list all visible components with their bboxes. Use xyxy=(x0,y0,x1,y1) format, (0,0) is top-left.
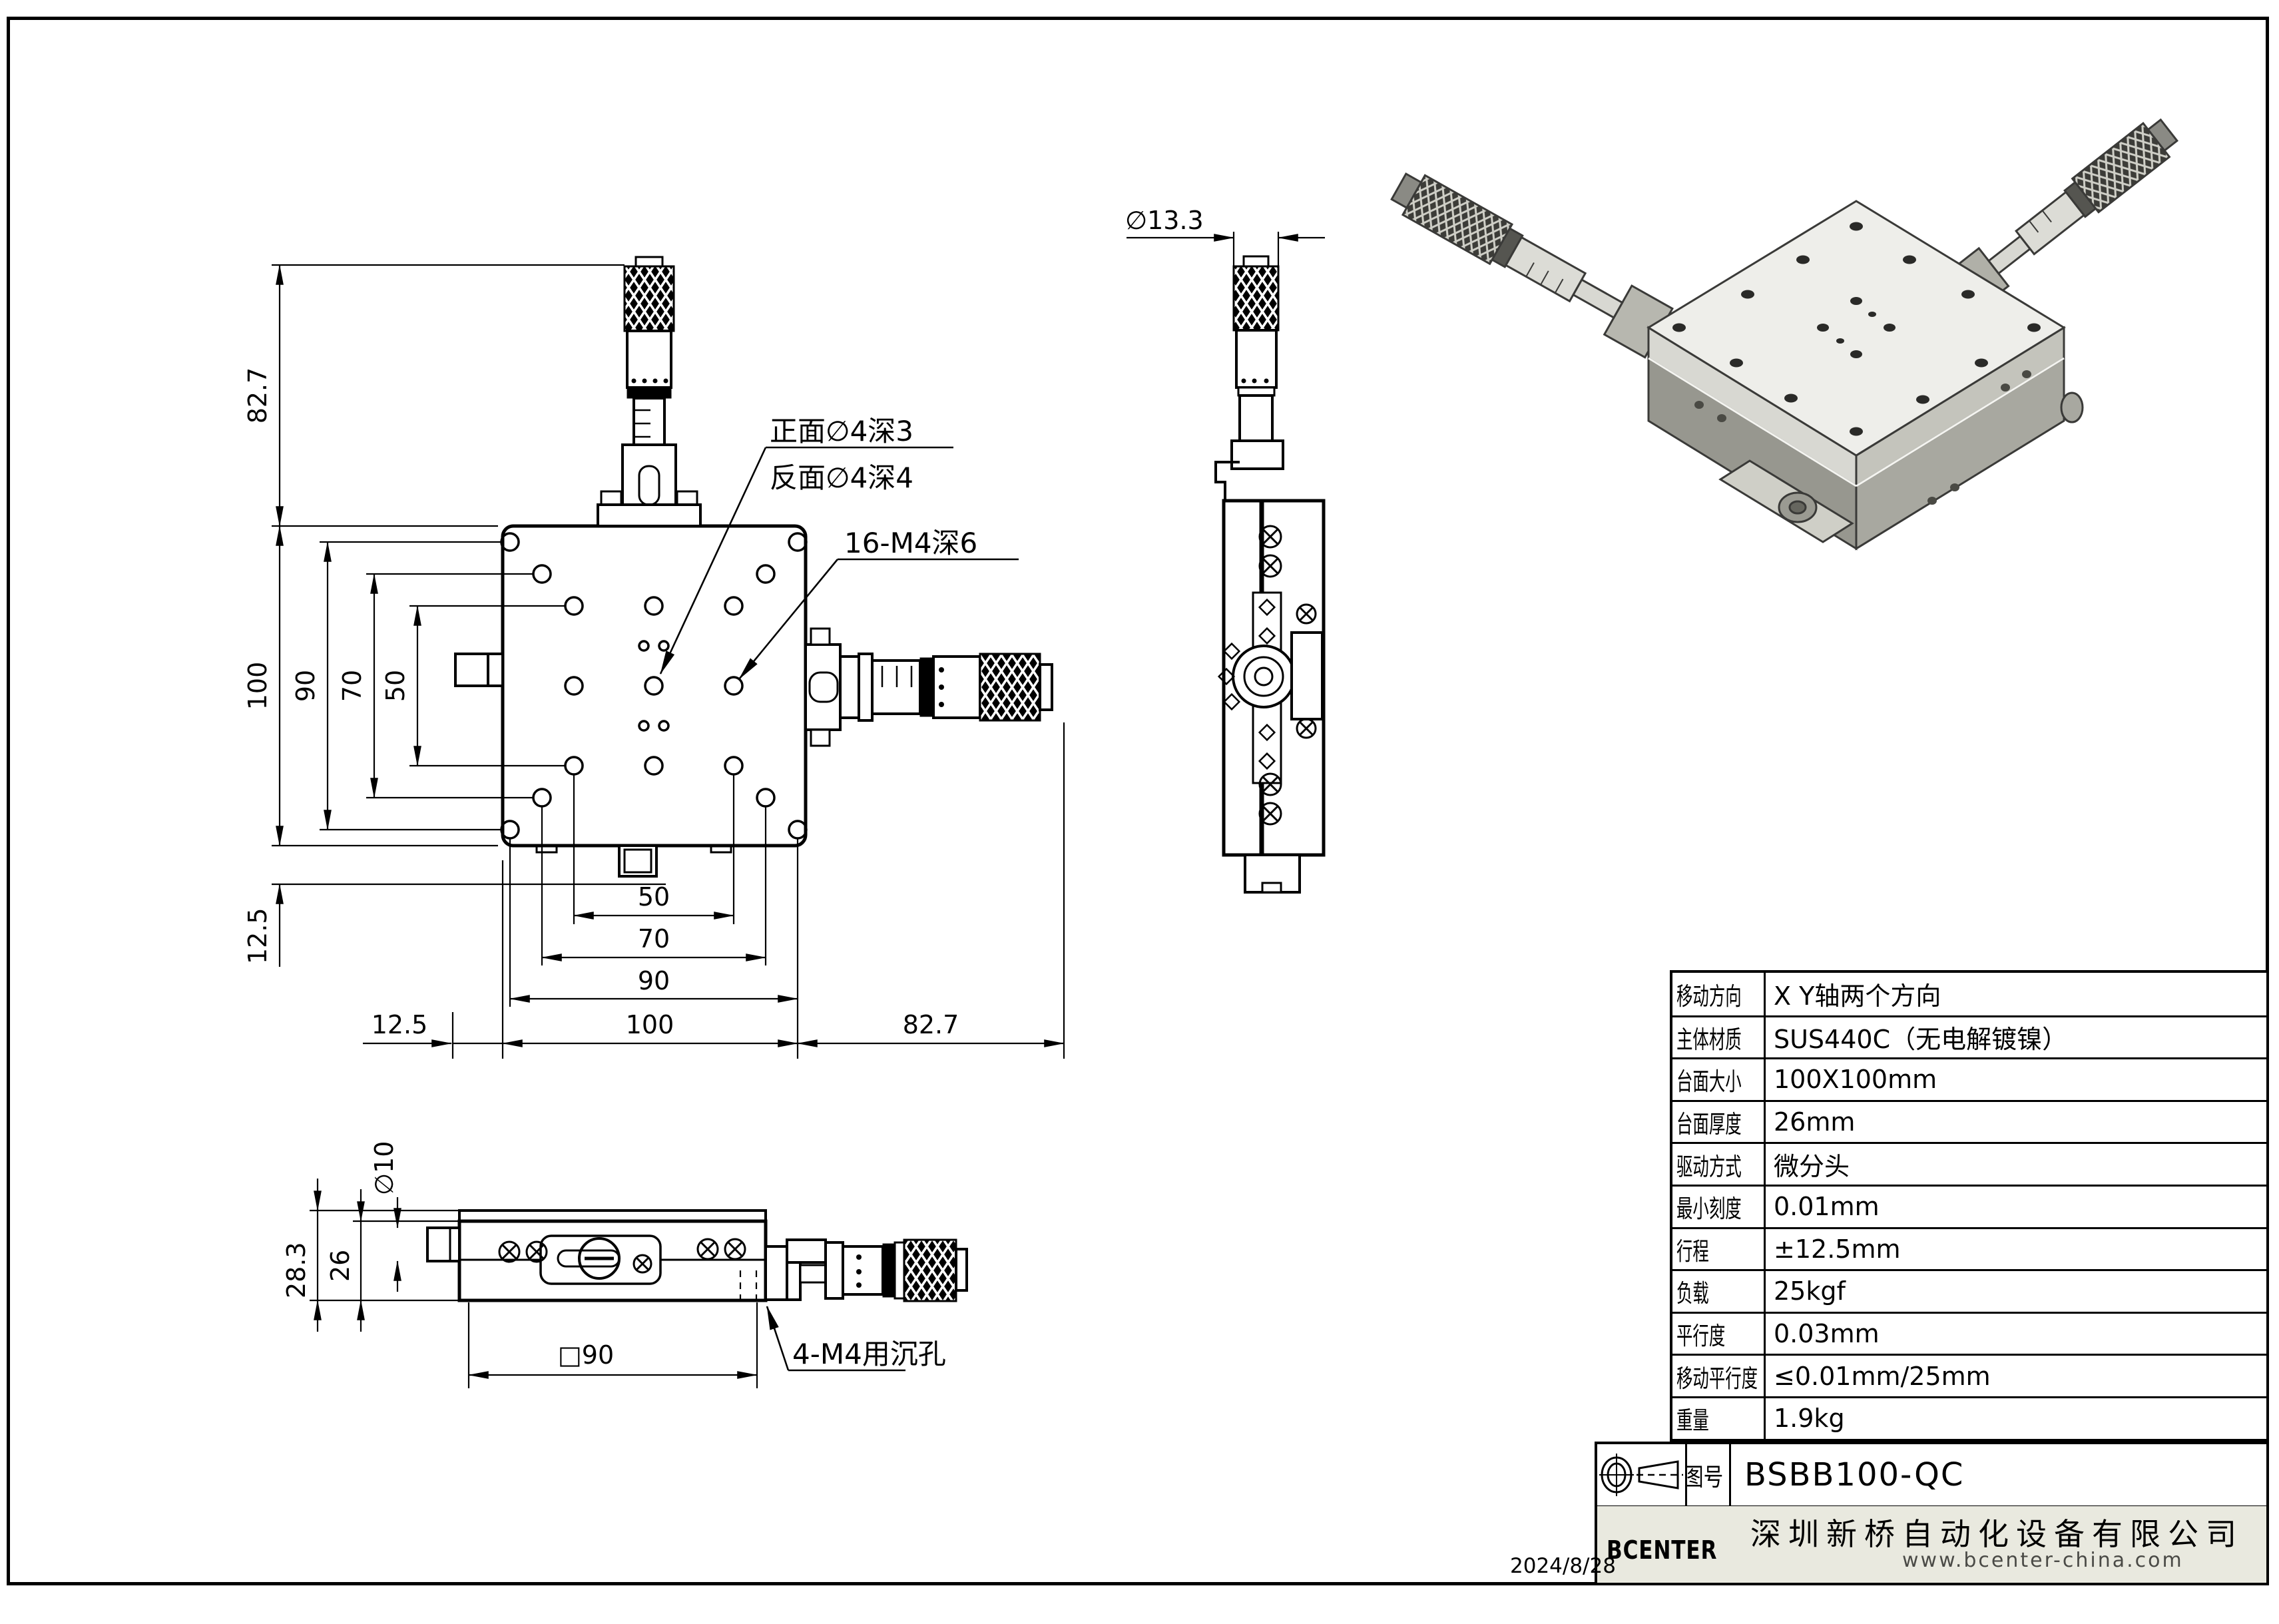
dim-100-bottom: 100 xyxy=(626,1010,674,1039)
iso-side-knob xyxy=(2060,392,2084,423)
dim-26: 26 xyxy=(326,1250,355,1282)
spec-label: 移动平行度 xyxy=(1676,1364,1758,1393)
company-name: 深圳新桥自动化设备有限公司 xyxy=(1750,1516,2244,1552)
spec-label: 行程 xyxy=(1676,1236,1709,1266)
dim-70-bottom: 70 xyxy=(638,924,670,953)
side-micrometer xyxy=(1214,255,1284,501)
projection-symbol-cell xyxy=(1597,1444,1687,1505)
dim-82-7-bottom: 82.7 xyxy=(903,1010,959,1039)
dim-28-3: 28.3 xyxy=(282,1242,311,1298)
iso-top-holes xyxy=(1672,222,2041,436)
datum-target-icon xyxy=(1599,1454,1635,1496)
side-bottom-knob xyxy=(1244,854,1301,894)
first-angle-projection-icon xyxy=(1636,1460,1683,1489)
spec-value: ≤0.01mm/25mm xyxy=(1774,1361,1991,1391)
dim-square-90: □90 xyxy=(558,1340,614,1370)
spec-row: 台面厚度 26mm xyxy=(1672,1099,2266,1143)
iso-right-micrometer xyxy=(1951,118,2179,308)
spec-label: 负载 xyxy=(1676,1279,1709,1308)
dim-12-5-vertical: 12.5 xyxy=(243,908,272,964)
callout-back-hole: 反面∅4深4 xyxy=(770,461,913,494)
callout-tapped-holes: 16-M4深6 xyxy=(844,527,977,559)
drawing-date: 2024/8/28 xyxy=(1510,1554,1616,1578)
drawing-no-value-cell: BSBB100-QC xyxy=(1731,1444,2266,1505)
front-view: 正面∅4深3 反面∅4深4 16-M4深6 82.7 100 xyxy=(243,256,1065,1059)
spec-row: 台面大小 100X100mm xyxy=(1672,1057,2266,1100)
spec-label: 主体材质 xyxy=(1676,1025,1742,1054)
spec-label: 重量 xyxy=(1676,1406,1709,1436)
bottom-micrometer xyxy=(764,1238,968,1302)
spec-value: 0.03mm xyxy=(1774,1319,1880,1349)
spec-value: ±12.5mm xyxy=(1774,1234,1901,1264)
spec-label: 台面大小 xyxy=(1676,1067,1742,1097)
spec-value: 26mm xyxy=(1774,1107,1856,1137)
top-micrometer xyxy=(597,256,702,527)
spec-value: 0.01mm xyxy=(1774,1192,1880,1222)
company-logo: BCENTER xyxy=(1607,1535,1718,1565)
bottom-clamp-tab xyxy=(535,844,732,878)
spec-value: X Y轴两个方向 xyxy=(1774,981,1941,1011)
dim-90-left: 90 xyxy=(291,670,320,702)
iso-left-micrometer xyxy=(1390,172,1674,359)
spec-row: 移动平行度 ≤0.01mm/25mm xyxy=(1672,1354,2266,1396)
left-lock-knob xyxy=(454,653,504,687)
spec-value: 100X100mm xyxy=(1774,1065,1937,1095)
dim-50-left: 50 xyxy=(381,670,410,702)
spec-value: 25kgf xyxy=(1774,1276,1846,1306)
spec-row: 重量 1.9kg xyxy=(1672,1396,2266,1439)
right-micrometer xyxy=(804,627,1053,747)
dim-82-7-left: 82.7 xyxy=(243,368,272,424)
company-website: www.bcenter-china.com xyxy=(1902,1549,2184,1572)
spec-label: 平行度 xyxy=(1676,1322,1726,1351)
spec-label: 移动方向 xyxy=(1676,981,1742,1011)
front-plate xyxy=(454,524,808,878)
callout-counterbore: 4-M4用沉孔 xyxy=(792,1338,946,1370)
isometric-view xyxy=(1390,118,2179,551)
dim-13-3-dia: ∅13.3 xyxy=(1125,206,1204,235)
spec-row: 最小刻度 0.01mm xyxy=(1672,1184,2266,1227)
spec-value: 微分头 xyxy=(1774,1152,1850,1182)
bottom-dimensions: 28.3 26 ∅10 □90 4-M4用沉孔 xyxy=(282,1141,946,1388)
callout-front-hole: 正面∅4深3 xyxy=(770,415,913,447)
dim-12-5-bottom: 12.5 xyxy=(372,1010,428,1039)
side-view: ∅13.3 xyxy=(1125,206,1326,894)
spec-label: 最小刻度 xyxy=(1676,1195,1742,1224)
drawing-number: BSBB100-QC xyxy=(1744,1456,1965,1493)
iso-stage-body xyxy=(1646,200,2084,551)
spec-value: SUS440C（无电解镀镍） xyxy=(1774,1025,2068,1055)
spec-value: 1.9kg xyxy=(1774,1404,1845,1434)
side-dimensions: ∅13.3 xyxy=(1125,206,1325,266)
drawing-no-label: 图号 xyxy=(1683,1463,1723,1491)
spec-row: 负载 25kgf xyxy=(1672,1269,2266,1312)
bottom-body xyxy=(426,1209,768,1302)
spec-row: 驱动方式 微分头 xyxy=(1672,1142,2266,1185)
title-block-row: 图号 BSBB100-QC xyxy=(1595,1442,2269,1508)
spec-label: 驱动方式 xyxy=(1676,1152,1742,1181)
spec-row: 平行度 0.03mm xyxy=(1672,1311,2266,1354)
spec-row: 主体材质 SUS440C（无电解镀镍） xyxy=(1672,1015,2266,1058)
drawing-no-label-cell: 图号 xyxy=(1683,1444,1731,1505)
bottom-view: 28.3 26 ∅10 □90 4-M4用沉孔 xyxy=(282,1141,968,1388)
front-dimensions: 82.7 100 90 70 50 12.5 50 70 90 xyxy=(243,264,1065,1059)
company-block: BCENTER 深圳新桥自动化设备有限公司 www.bcenter-china.… xyxy=(1595,1506,2269,1585)
dim-10-dia: ∅10 xyxy=(370,1141,399,1195)
dim-70-left: 70 xyxy=(338,670,367,702)
spec-row: 移动方向 X Y轴两个方向 xyxy=(1672,973,2266,1015)
front-callouts: 正面∅4深3 反面∅4深4 16-M4深6 xyxy=(659,415,1019,680)
spec-row: 行程 ±12.5mm xyxy=(1672,1226,2266,1270)
side-body xyxy=(1217,499,1326,894)
spec-label: 台面厚度 xyxy=(1676,1110,1742,1139)
sheet-border xyxy=(7,17,2269,1585)
dim-50-bottom: 50 xyxy=(638,882,670,912)
dim-90-bottom: 90 xyxy=(638,966,670,995)
dim-100-left: 100 xyxy=(243,662,272,710)
spec-table: 移动方向 X Y轴两个方向 主体材质 SUS440C（无电解镀镍） 台面大小 100X… xyxy=(1670,970,2269,1442)
